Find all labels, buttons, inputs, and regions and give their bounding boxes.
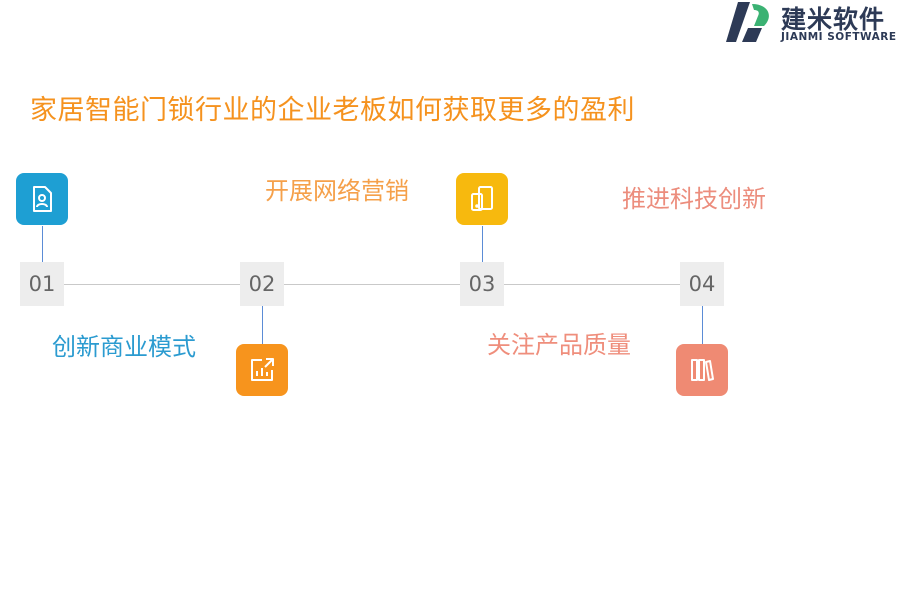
mobile-devices-icon [471, 186, 493, 211]
books-icon [691, 359, 714, 381]
brand-mark-icon [726, 2, 769, 42]
step-number-02: 02 [240, 262, 284, 306]
connector-02 [262, 306, 263, 344]
step-label-04: 推进科技创新 [622, 185, 766, 213]
step-number-04: 04 [680, 262, 724, 306]
brand-name: 建米软件 [781, 5, 886, 34]
step-icon-box-01 [16, 173, 68, 225]
step-number-03: 03 [460, 262, 504, 306]
page-title: 家居智能门锁行业的企业老板如何获取更多的盈利 [30, 95, 635, 126]
user-document-icon [33, 186, 52, 212]
brand-name-en: JIANMI SOFTWARE [781, 31, 897, 43]
connector-01 [42, 226, 43, 262]
brand-logo: 建米软件 JIANMI SOFTWARE [724, 0, 900, 50]
step-icon-box-02 [236, 344, 288, 396]
bar-chart-export-icon [251, 358, 274, 381]
step-number-01: 01 [20, 262, 64, 306]
connector-04 [702, 306, 703, 344]
timeline-line [42, 284, 702, 285]
step-icon-box-03 [456, 173, 508, 225]
step-label-01: 创新商业模式 [52, 333, 196, 361]
connector-03 [482, 226, 483, 262]
step-label-02: 开展网络营销 [265, 177, 409, 205]
step-label-03: 关注产品质量 [487, 331, 631, 359]
step-icon-box-04 [676, 344, 728, 396]
